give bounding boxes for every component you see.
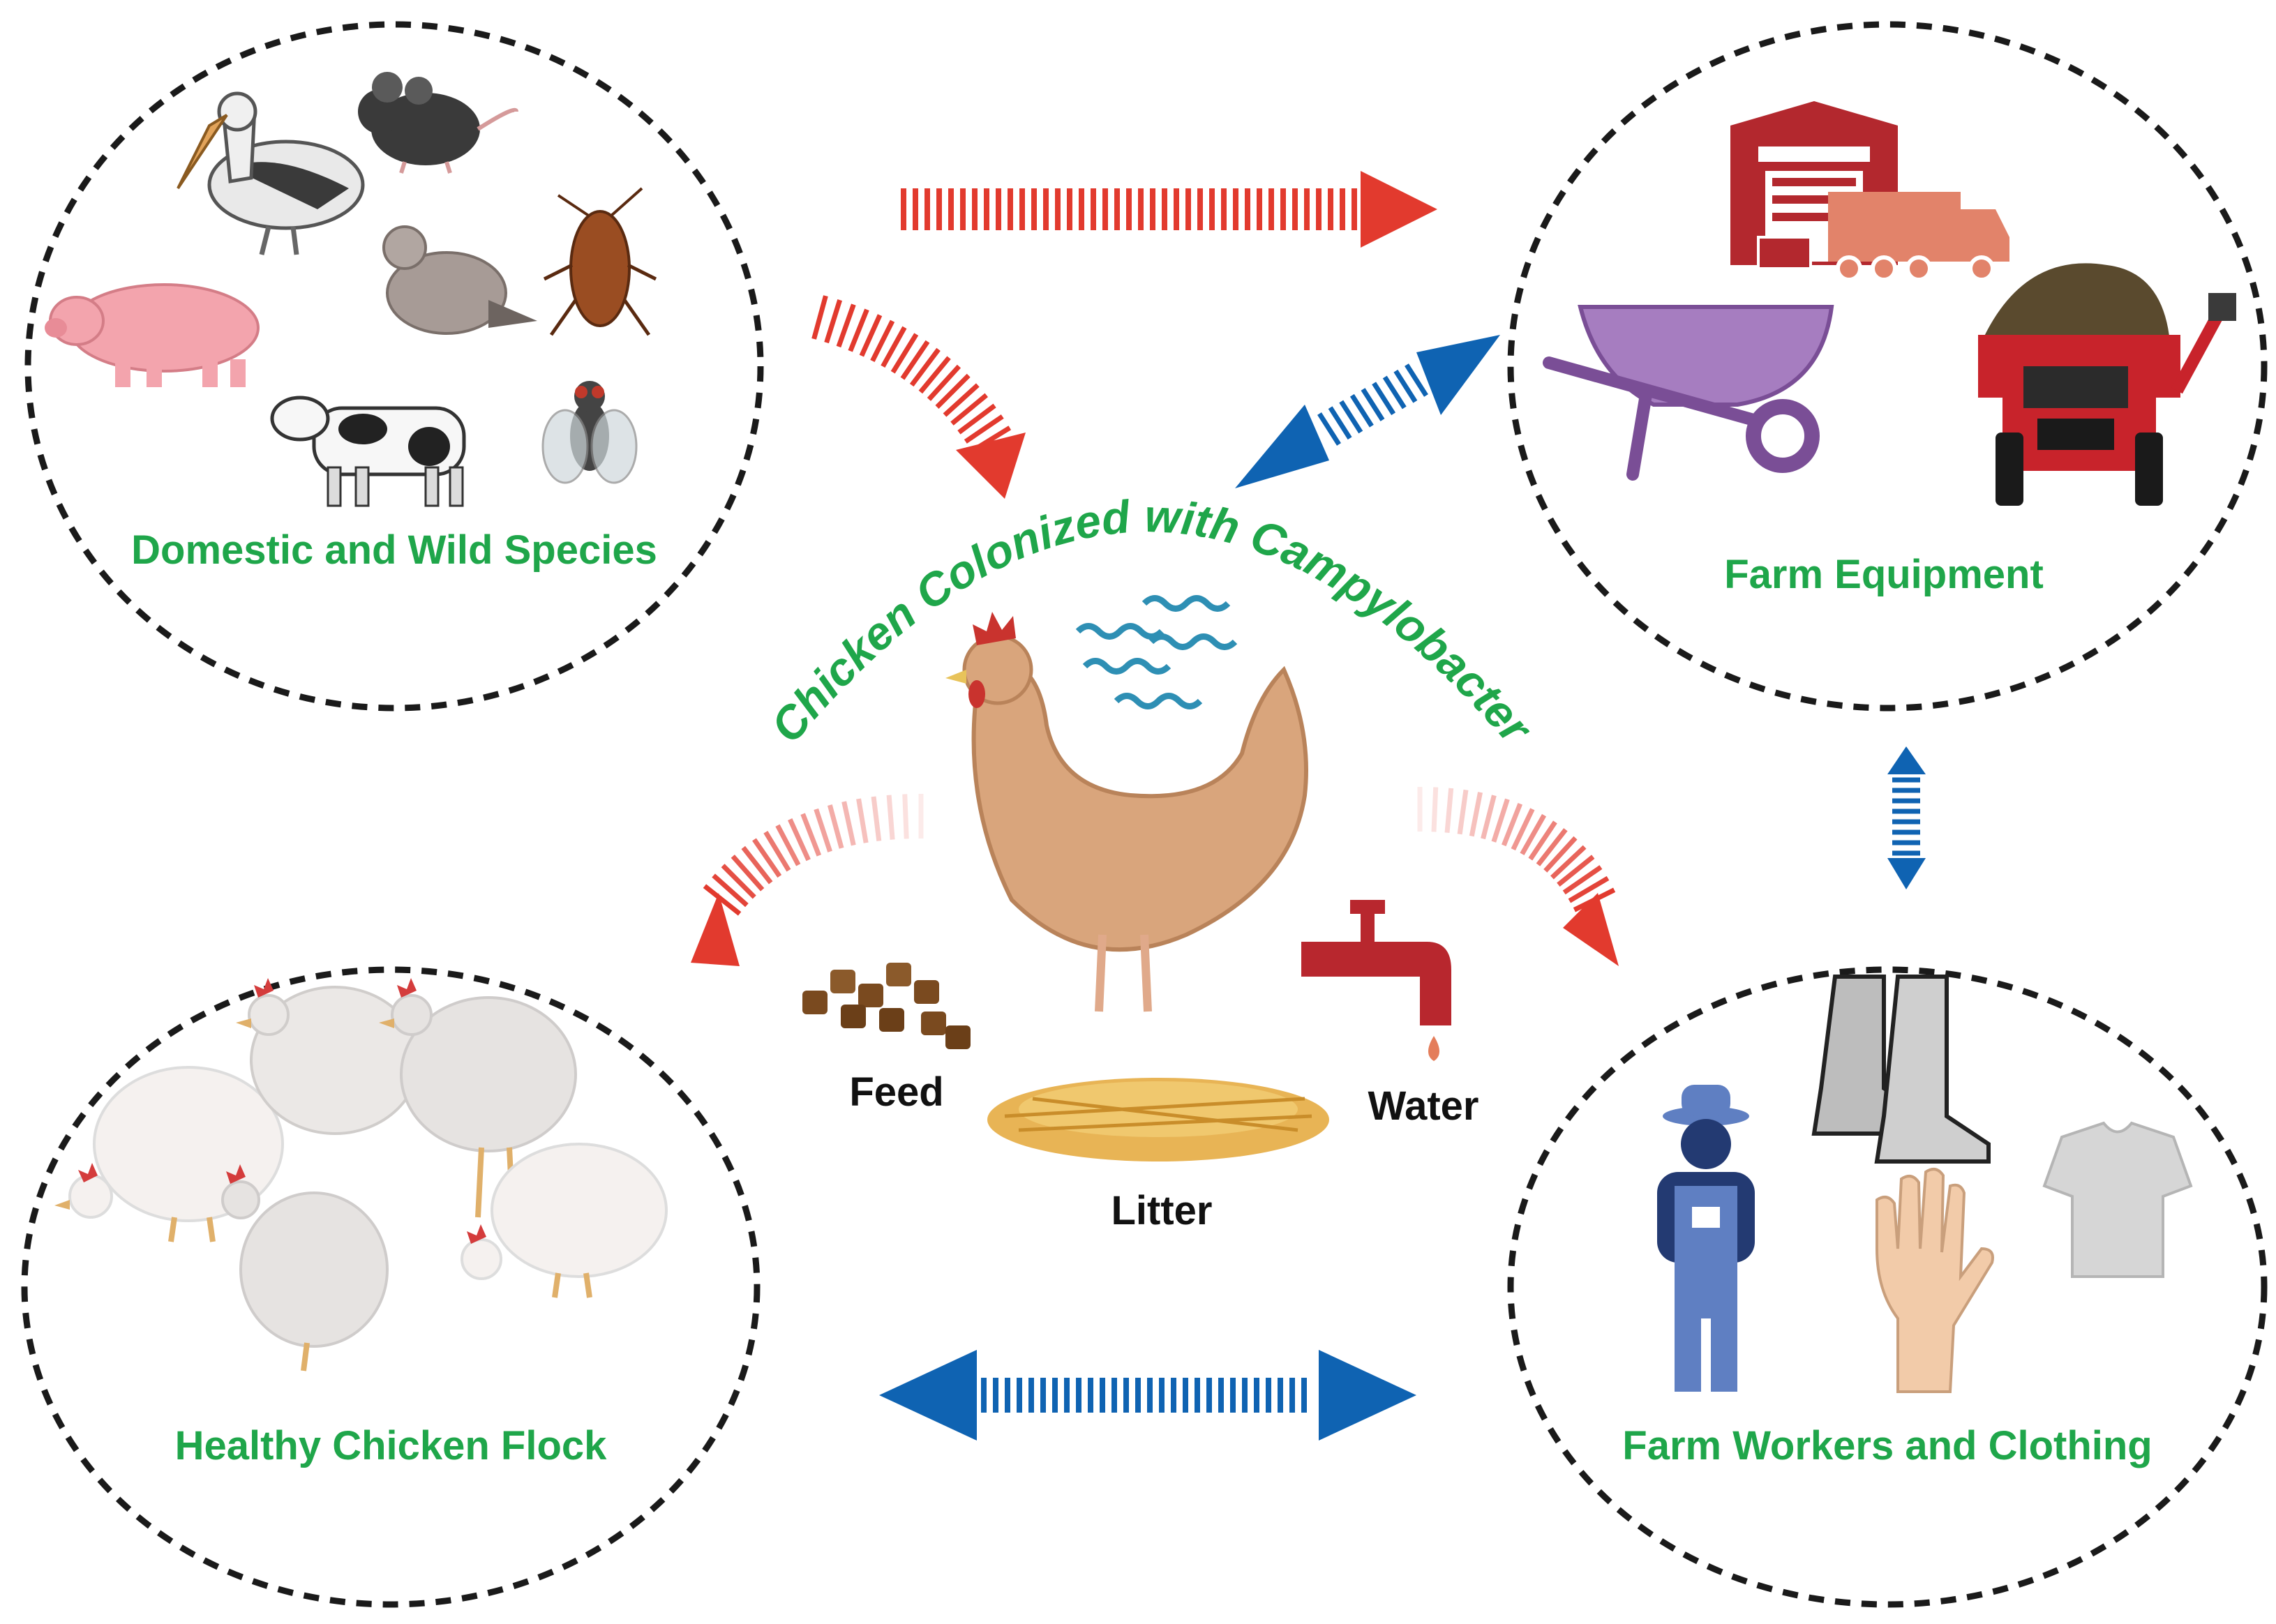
label-farm-workers: Farm Workers and Clothing (1622, 1423, 2152, 1468)
campylobacter-bacteria-icon (1075, 595, 1238, 709)
hen-icon (945, 612, 1308, 1012)
pelican-icon (177, 91, 365, 255)
arrow-flock-workers-bidirectional (879, 1350, 1416, 1441)
group-circle-domestic-wild (24, 21, 764, 712)
mouse-icon (358, 72, 518, 174)
arrow-chicken-equipment-bidirectional (1235, 335, 1500, 488)
boots-icon (1811, 975, 1991, 1164)
label-domestic-wild: Domestic and Wild Species (131, 527, 657, 573)
label-water: Water (1368, 1083, 1479, 1129)
arrow-wild-to-equipment (901, 171, 1437, 248)
center-title: Chicken Colonized with Campylobacter (761, 490, 1543, 754)
litter-straw-icon (987, 1078, 1329, 1161)
label-farm-equipment: Farm Equipment (1724, 552, 2044, 597)
cow-icon (270, 396, 466, 507)
white-hen-icon (54, 978, 668, 1371)
label-litter: Litter (1111, 1188, 1213, 1233)
feed-pellets-icon (802, 963, 971, 1049)
wheelbarrow-icon (1543, 305, 1834, 481)
group-circle-farm-equipment (1507, 21, 2268, 712)
hand-icon (1876, 1168, 1994, 1393)
arrow-equipment-workers-bidirectional (1887, 746, 1926, 889)
manure-spreader-tractor-icon (1978, 263, 2236, 506)
tshirt-icon (2042, 1121, 2193, 1278)
group-circle-farm-workers (1507, 966, 2268, 1608)
label-feed: Feed (849, 1069, 943, 1115)
dove-icon (382, 225, 537, 335)
truck-icon (1828, 192, 2009, 282)
group-circle-healthy-flock (21, 966, 761, 1608)
farmer-icon (1657, 1085, 1755, 1392)
arrow-chicken-to-flock (691, 794, 924, 966)
arrow-chicken-to-workers (1417, 787, 1619, 966)
arrow-wild-to-chicken (811, 295, 1026, 499)
water-faucet-icon (1301, 900, 1451, 1061)
cockroach-icon (543, 187, 657, 336)
label-healthy-flock: Healthy Chicken Flock (175, 1423, 608, 1468)
pig-icon (45, 283, 260, 387)
fly-icon (541, 381, 638, 484)
